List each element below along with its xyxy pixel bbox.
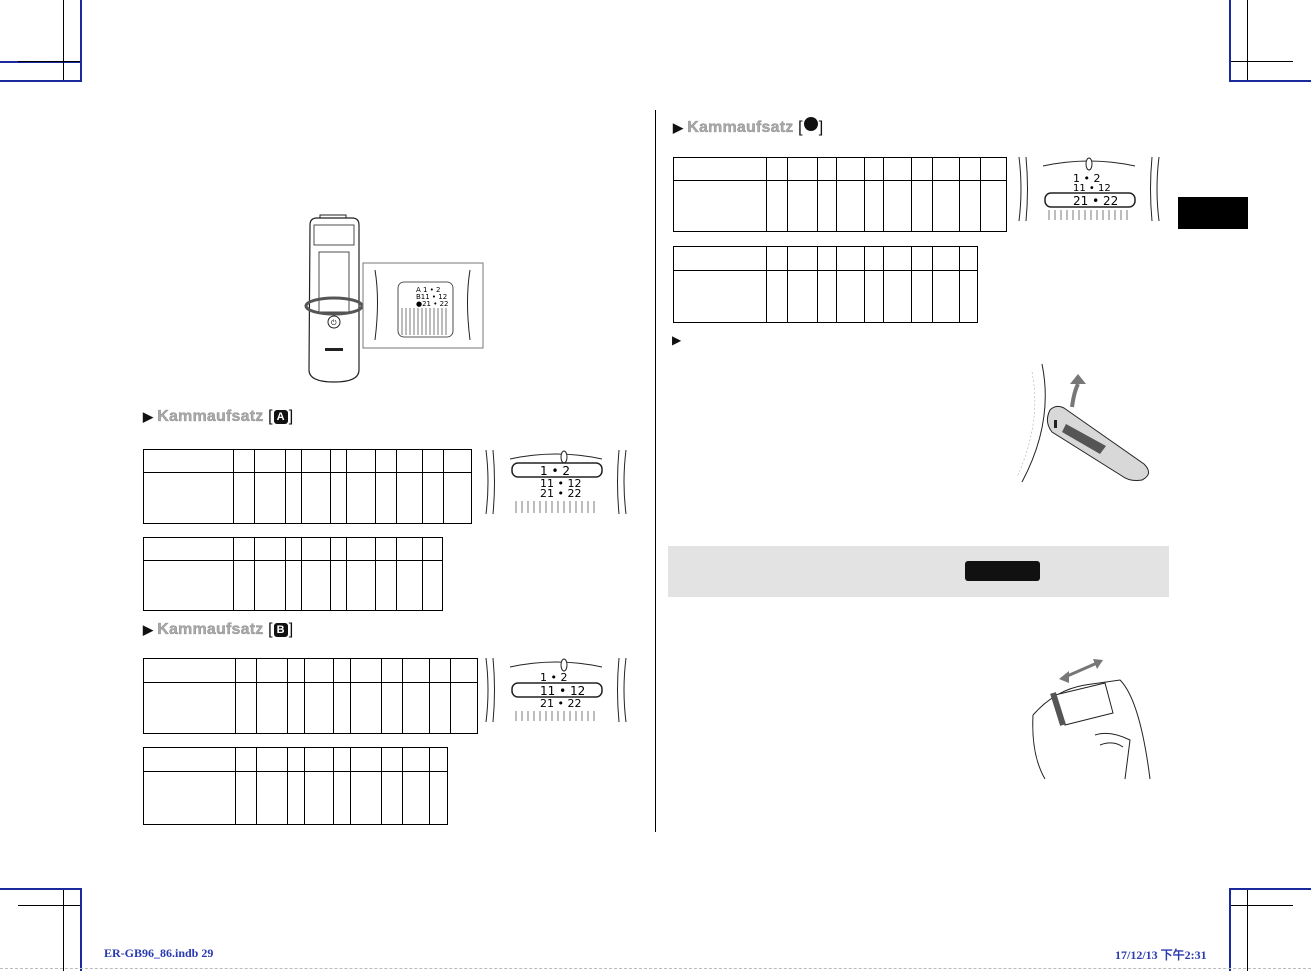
table-c-1 bbox=[673, 157, 1007, 232]
table-b-1 bbox=[143, 658, 478, 734]
dial-a-illustration: 1 • 2 11 • 12 21 • 22 bbox=[485, 449, 627, 515]
crop-mark-bl-v bbox=[63, 888, 64, 971]
badge-a: A bbox=[273, 410, 288, 424]
badge-b: B bbox=[273, 623, 288, 637]
section-c-heading: ▶Kammaufsatz [] bbox=[673, 117, 824, 136]
svg-text:1 • 2: 1 • 2 bbox=[540, 464, 570, 478]
crop-mark-tl-v bbox=[63, 0, 64, 82]
crop-mark-br-h bbox=[1229, 905, 1293, 906]
dial-b-illustration: 1 • 2 11 • 12 21 • 22 bbox=[485, 657, 627, 723]
section-a-heading: ▶Kammaufsatz [A] bbox=[143, 408, 294, 425]
info-panel bbox=[668, 546, 1169, 597]
svg-text:A 1 • 2: A 1 • 2 bbox=[416, 286, 441, 294]
crop-mark-br-v bbox=[1247, 888, 1248, 971]
info-panel-badge bbox=[965, 561, 1040, 581]
table-a-1 bbox=[143, 449, 472, 524]
crop-mark-bl-h bbox=[18, 905, 82, 906]
crop-mark-tl-h2 bbox=[18, 61, 82, 62]
table-a-2 bbox=[143, 537, 443, 611]
svg-text:11 • 12: 11 • 12 bbox=[540, 477, 581, 490]
dial-c-illustration: 1 • 2 11 • 12 21 • 22 bbox=[1018, 156, 1160, 222]
crop-mark-tr-v bbox=[1247, 0, 1248, 82]
svg-text:21 • 22: 21 • 22 bbox=[1073, 194, 1118, 208]
svg-text:11 • 12: 11 • 12 bbox=[1073, 183, 1111, 194]
svg-text:1 • 2: 1 • 2 bbox=[540, 671, 567, 684]
svg-text:21 • 22: 21 • 22 bbox=[540, 487, 581, 500]
cut-line bbox=[0, 968, 1311, 969]
crop-mark-br-hb bbox=[1229, 888, 1311, 890]
table-b-2 bbox=[143, 747, 448, 825]
trimmer-illustration: ⏻ A 1 • 2 B11 • 12 ●21 • 22 bbox=[304, 214, 484, 383]
crop-mark-br-vb bbox=[1229, 888, 1231, 971]
table-c-2 bbox=[673, 246, 978, 323]
crop-mark-tr-hb bbox=[1229, 80, 1311, 82]
crop-mark-tr-h bbox=[1229, 61, 1293, 62]
svg-text:⏻: ⏻ bbox=[331, 319, 337, 327]
svg-text:●21 • 22: ●21 • 22 bbox=[416, 300, 449, 308]
badge-c bbox=[803, 117, 818, 131]
section-b-heading: ▶Kammaufsatz [B] bbox=[143, 621, 294, 638]
footer-file-info: ER-GB96_86.indb 29 bbox=[104, 946, 214, 960]
crop-mark-bl-vb bbox=[80, 888, 82, 971]
attachment-slide-illustration bbox=[1032, 659, 1151, 780]
svg-text:11 • 12: 11 • 12 bbox=[540, 684, 585, 698]
crop-mark-bl-hb bbox=[0, 888, 82, 890]
bullet-arrow: ▶ bbox=[672, 333, 682, 347]
crop-mark-tl-h bbox=[0, 61, 80, 63]
footer-timestamp: 17/12/13 下午2:31 bbox=[1115, 948, 1207, 962]
svg-text:21 • 22: 21 • 22 bbox=[540, 697, 581, 710]
crop-mark-tr-vb bbox=[1229, 0, 1231, 82]
language-tab-marker bbox=[1178, 197, 1248, 229]
crop-mark-tl-vb bbox=[80, 0, 82, 82]
svg-text:B11 • 12: B11 • 12 bbox=[416, 293, 447, 301]
svg-text:1 • 2: 1 • 2 bbox=[1073, 172, 1100, 185]
crop-mark-tl-hb bbox=[0, 80, 82, 82]
trimming-face-illustration bbox=[1016, 363, 1149, 483]
column-divider bbox=[655, 110, 656, 832]
